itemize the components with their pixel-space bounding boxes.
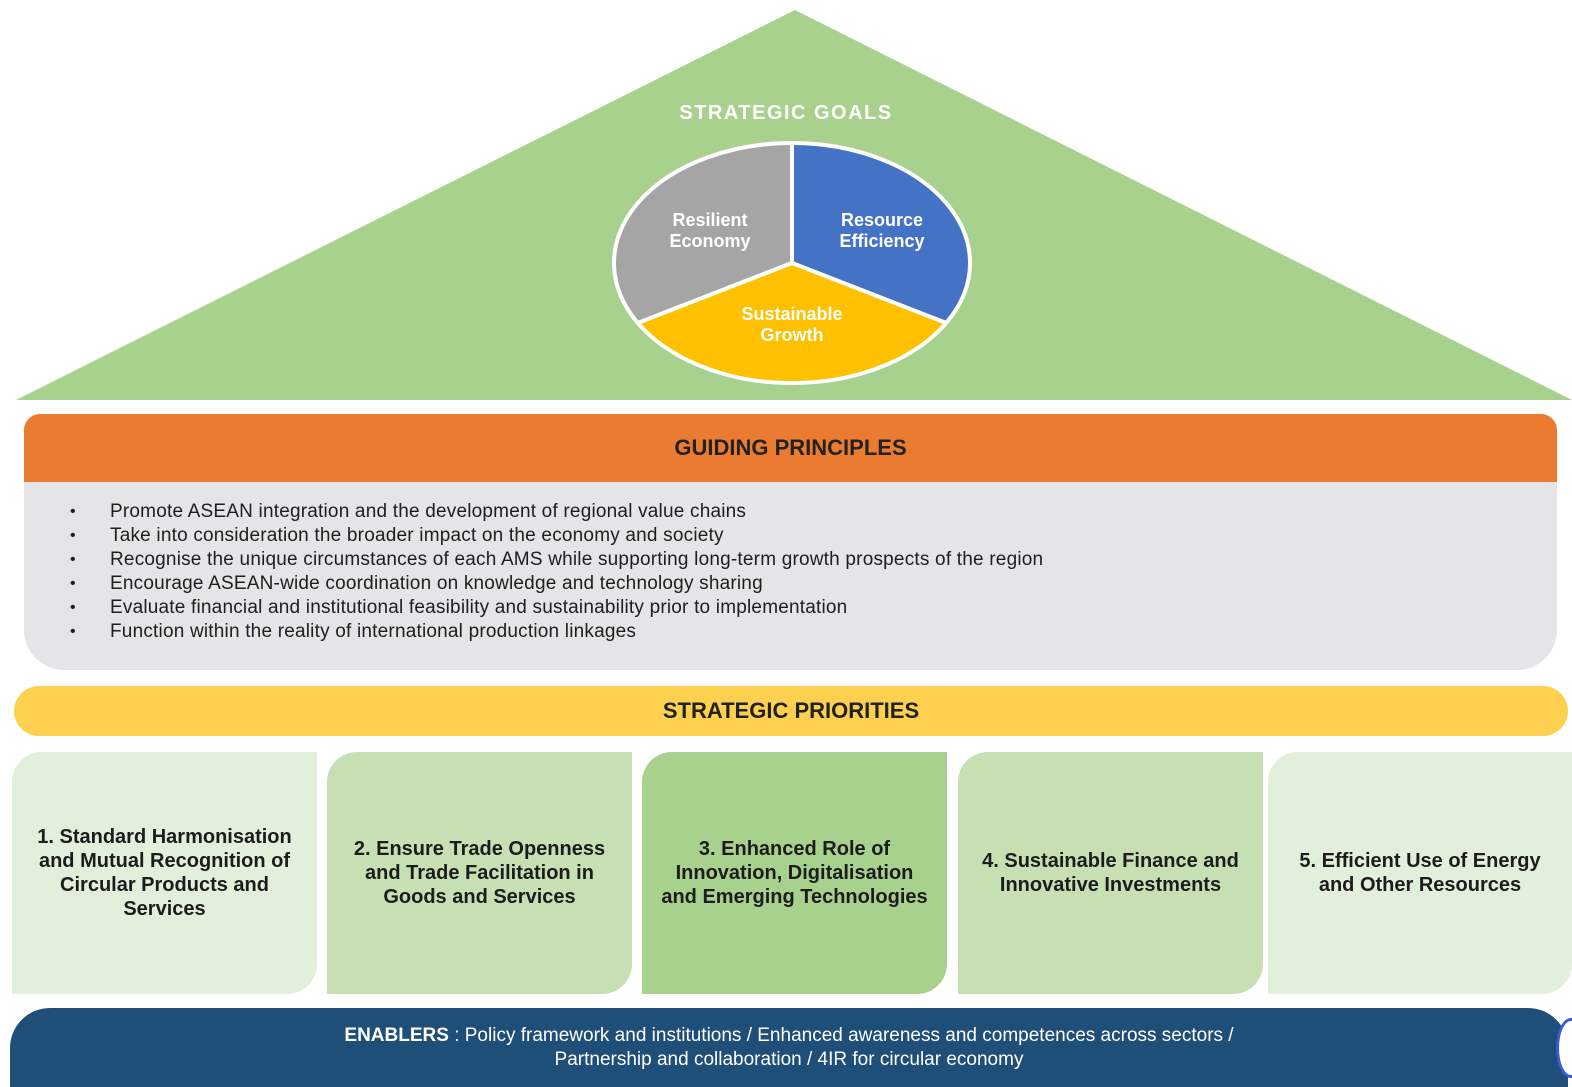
guiding-principles-list: • Promote ASEAN integration and the devel… <box>70 500 1043 644</box>
principle-text: Take into consideration the broader impa… <box>110 525 724 546</box>
strategic-priorities-title: STRATEGIC PRIORITIES <box>662 698 920 723</box>
principle-text: Recognise the unique circumstances of ea… <box>110 549 1044 570</box>
guiding-principles-panel: • Promote ASEAN integration and the devel… <box>24 482 1557 670</box>
principle-text: Function within the reality of internati… <box>110 621 637 642</box>
bullet-icon: • <box>70 503 76 520</box>
goal-segment-growth <box>634 260 950 386</box>
enablers-label: ENABLERS <box>344 1025 449 1046</box>
priority-text: 5. Efficient Use of Energy and Other Res… <box>1299 850 1541 896</box>
principle-text: Promote ASEAN integration and the develo… <box>110 501 747 522</box>
bullet-icon: • <box>70 551 76 568</box>
priority-card-5: 5. Efficient Use of Energy and Other Res… <box>1268 752 1572 994</box>
principle-item: • Evaluate financial and institutional fe… <box>70 596 1043 620</box>
goal-resource-efficiency-label: Resource Efficiency <box>839 210 925 251</box>
bullet-icon: • <box>70 599 76 616</box>
priority-text: 2. Ensure Trade Openness and Trade Facil… <box>353 838 606 908</box>
priority-text: 1. Standard Harmonisation and Mutual Rec… <box>37 826 292 920</box>
goals-pie <box>612 140 972 386</box>
principle-item: • Recognise the unique circumstances of e… <box>70 548 1043 572</box>
principle-item: • Function within the reality of internat… <box>70 620 1043 644</box>
priority-card-4: 4. Sustainable Finance and Innovative In… <box>958 752 1263 994</box>
priority-card-2: 2. Ensure Trade Openness and Trade Facil… <box>327 752 632 994</box>
goal-segment-resource <box>790 140 972 326</box>
strategic-goals-title: STRATEGIC GOALS <box>679 102 893 124</box>
principle-text: Evaluate financial and institutional fea… <box>110 597 848 618</box>
principle-item: • Promote ASEAN integration and the devel… <box>70 500 1043 524</box>
enablers-bar: ENABLERS : Policy framework and institut… <box>10 1008 1568 1087</box>
bullet-icon: • <box>70 527 76 544</box>
goal-segment-resilient <box>612 140 794 326</box>
goal-sustainable-growth-label: Sustainable Growth <box>741 304 843 345</box>
priority-card-1: 1. Standard Harmonisation and Mutual Rec… <box>12 752 317 994</box>
guiding-principles-header: GUIDING PRINCIPLES <box>24 414 1557 482</box>
enablers-text-line1: : Policy framework and institutions / En… <box>448 1025 1234 1046</box>
bullet-icon: • <box>70 623 76 640</box>
priority-text: 4. Sustainable Finance and Innovative In… <box>982 850 1239 896</box>
roof-diagram <box>16 10 1572 400</box>
enablers-text-line2: Partnership and collaboration / 4IR for … <box>554 1049 1024 1070</box>
bullet-icon: • <box>70 575 76 592</box>
principle-text: Encourage ASEAN-wide coordination on kno… <box>110 573 763 594</box>
goal-resilient-economy-label: Resilient Economy <box>669 210 751 251</box>
principle-item: • Encourage ASEAN-wide coordination on kn… <box>70 572 1043 596</box>
priority-text: 3. Enhanced Role of Innovation, Digitali… <box>661 838 928 908</box>
priority-card-3: 3. Enhanced Role of Innovation, Digitali… <box>642 752 947 994</box>
strategic-priorities-header: STRATEGIC PRIORITIES <box>14 686 1568 736</box>
principle-item: • Take into consideration the broader imp… <box>70 524 1043 548</box>
guiding-principles-title: GUIDING PRINCIPLES <box>674 435 907 460</box>
